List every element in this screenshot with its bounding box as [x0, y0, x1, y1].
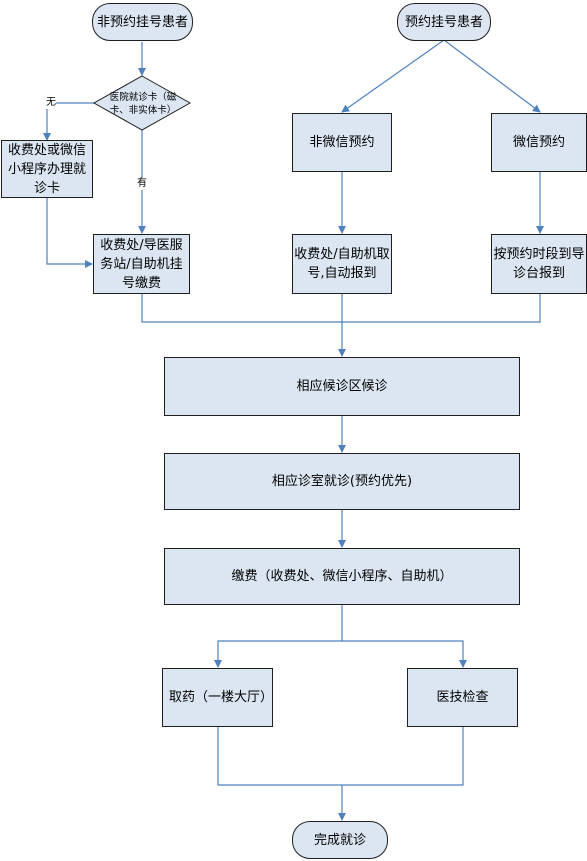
node-label: 取药（一楼大厅） — [169, 690, 274, 705]
node-done: 完成就诊 — [292, 821, 388, 859]
decision-line-2: 卡、非实体卡） — [109, 105, 177, 116]
edge-label-no: 无 — [46, 97, 56, 109]
decision-label: 医院就诊卡（磁 卡、非实体卡） — [96, 91, 190, 117]
node-label: 完成就诊 — [313, 832, 366, 848]
node-wait-area: 相应候诊区候诊 — [164, 357, 520, 416]
node-label: 收费处或微信小程序办理就诊卡 — [7, 142, 86, 196]
node-label: 微信预约 — [512, 135, 565, 150]
node-label: 预约挂号患者 — [404, 14, 483, 30]
node-label: 按预约时段到导诊台报到 — [493, 247, 585, 281]
node-kiosk-checkin: 收费处/自助机取号,自动报到 — [292, 234, 392, 294]
node-label: 收费处/自助机取号,自动报到 — [294, 247, 390, 281]
edge-merge — [141, 294, 541, 323]
decision-diamond — [92, 75, 192, 131]
node-pharmacy: 取药（一楼大厅） — [162, 668, 273, 727]
node-label: 医技检查 — [436, 690, 489, 705]
node-register-pay: 收费处/导医服务站/自助机挂号缴费 — [93, 234, 190, 294]
node-label: 相应诊室就诊(预约优先) — [271, 474, 413, 489]
node-label: 非预约挂号患者 — [96, 14, 188, 30]
node-make-card: 收费处或微信小程序办理就诊卡 — [1, 140, 93, 198]
edge-pay-split-right — [342, 640, 467, 668]
edge-card-to-register — [46, 198, 93, 268]
edge-appt-to-nonwechat — [341, 39, 445, 113]
node-non-wechat: 非微信预约 — [292, 113, 392, 172]
node-start-appointment: 预约挂号患者 — [397, 3, 491, 41]
edge-to-done — [217, 727, 464, 786]
node-label: 非微信预约 — [309, 135, 375, 150]
node-label: 相应候诊区候诊 — [296, 379, 388, 394]
edge-label-yes: 有 — [137, 178, 147, 190]
edge-appt-to-wechat — [443, 39, 541, 113]
node-med-tech: 医技检查 — [407, 668, 518, 727]
node-label: 收费处/导医服务站/自助机挂号缴费 — [100, 237, 183, 291]
edge-pay-split — [214, 605, 343, 668]
node-label: 缴费（收费处、微信小程序、自助机） — [231, 569, 453, 584]
node-wechat: 微信预约 — [491, 113, 587, 172]
node-start-non-appointment: 非预约挂号患者 — [92, 3, 193, 41]
node-desk-checkin: 按预约时段到导诊台报到 — [491, 234, 587, 294]
node-consult-room: 相应诊室就诊(预约优先) — [164, 453, 520, 510]
decision-line-1: 医院就诊卡（磁 — [109, 92, 177, 103]
node-payment: 缴费（收费处、微信小程序、自助机） — [164, 548, 520, 605]
